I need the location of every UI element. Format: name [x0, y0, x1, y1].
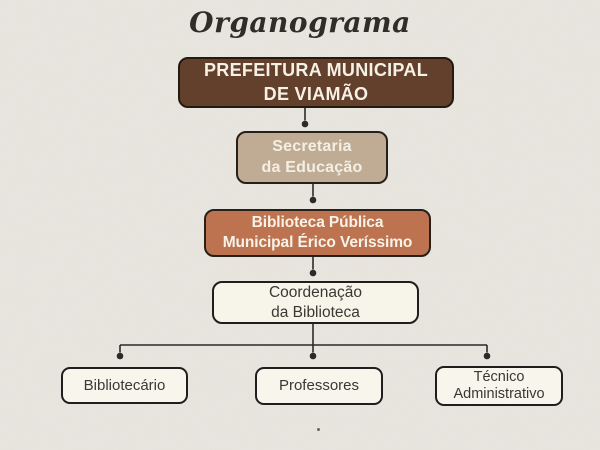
- node-label-line: PREFEITURA MUNICIPAL: [204, 60, 428, 81]
- org-node-tecnico-administrativo: Técnico Administrativo: [435, 366, 563, 406]
- org-node-professores: Professores: [255, 367, 383, 405]
- node-label-line: Coordenação: [268, 283, 363, 301]
- connector-dot: [483, 352, 491, 360]
- org-node-biblioteca-publica: Biblioteca Pública Municipal Érico Verís…: [204, 209, 431, 257]
- org-node-prefeitura-municipal: PREFEITURA MUNICIPAL DE VIAMÃO: [178, 57, 454, 108]
- node-label-line: da Educação: [261, 158, 363, 176]
- stray-dot: [317, 428, 320, 431]
- org-node-secretaria-educacao: Secretaria da Educação: [236, 131, 388, 184]
- connector-dot: [309, 352, 317, 360]
- connector-dot: [309, 269, 317, 277]
- node-label-line: Administrativo: [453, 386, 545, 402]
- connector-dot: [309, 196, 317, 204]
- node-label-line: Professores: [278, 377, 360, 395]
- org-node-coordenacao-biblioteca: Coordenação da Biblioteca: [212, 281, 419, 324]
- node-label-line: Biblioteca Pública: [251, 214, 384, 232]
- node-label-line: DE VIAMÃO: [263, 83, 369, 104]
- node-label-line: da Biblioteca: [271, 303, 360, 321]
- org-node-bibliotecario: Bibliotecário: [61, 367, 188, 404]
- node-label-line: Bibliotecário: [83, 376, 166, 394]
- node-label-line: Secretaria: [272, 138, 352, 156]
- page-title: Organograma: [189, 6, 411, 39]
- node-label-line: Municipal Érico Veríssimo: [222, 234, 413, 251]
- connector-dot: [301, 120, 309, 128]
- connector-dot: [116, 352, 124, 360]
- node-label-line: Técnico: [473, 368, 525, 385]
